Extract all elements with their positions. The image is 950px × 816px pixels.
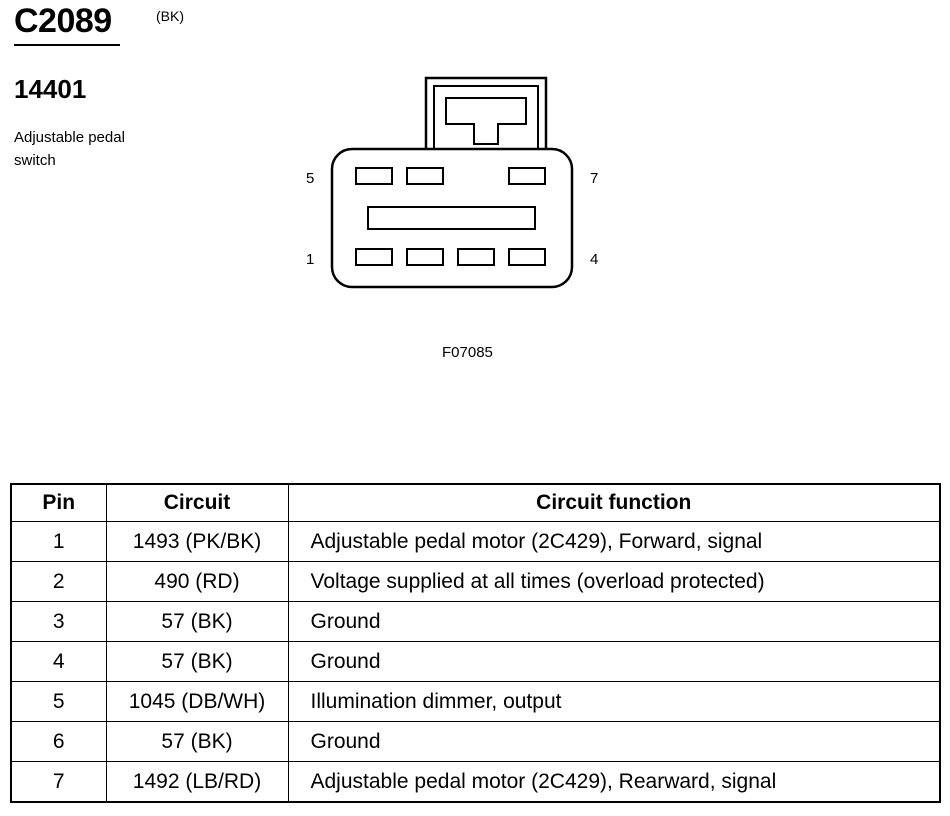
center-slot bbox=[367, 206, 536, 230]
pin-cavity-5 bbox=[355, 167, 393, 185]
table-row: 7 1492 (LB/RD) Adjustable pedal motor (2… bbox=[10, 761, 941, 803]
pin-cavity-1 bbox=[355, 248, 393, 266]
table-row: 3 57 (BK) Ground bbox=[10, 601, 941, 642]
cell-circuit: 490 (RD) bbox=[105, 561, 289, 602]
header-function: Circuit function bbox=[287, 483, 941, 522]
pin-label-bottom-right: 4 bbox=[590, 251, 598, 268]
cell-pin: 3 bbox=[10, 601, 107, 642]
table-row: 1 1493 (PK/BK) Adjustable pedal motor (2… bbox=[10, 521, 941, 562]
cell-pin: 4 bbox=[10, 641, 107, 682]
cell-pin: 7 bbox=[10, 761, 107, 803]
cell-function: Illumination dimmer, output bbox=[287, 681, 941, 722]
figure-id: F07085 bbox=[442, 344, 493, 361]
header-pin: Pin bbox=[10, 483, 107, 522]
part-number: 14401 bbox=[14, 74, 87, 104]
part-description: Adjustable pedal switch bbox=[14, 129, 125, 169]
cell-pin: 5 bbox=[10, 681, 107, 722]
pin-table: Pin Circuit Circuit function 1 1493 (PK/… bbox=[10, 483, 941, 803]
cell-function: Adjustable pedal motor (2C429), Rearward… bbox=[287, 761, 941, 803]
pin-label-top-left: 5 bbox=[306, 170, 314, 187]
cell-circuit: 1493 (PK/BK) bbox=[105, 521, 289, 562]
table-row: 5 1045 (DB/WH) Illumination dimmer, outp… bbox=[10, 681, 941, 722]
cell-function: Voltage supplied at all times (overload … bbox=[287, 561, 941, 602]
cell-circuit: 57 (BK) bbox=[105, 601, 289, 642]
title-underline bbox=[14, 44, 120, 46]
connector-latch-outer bbox=[424, 76, 548, 156]
connector-color: (BK) bbox=[156, 8, 184, 24]
cell-circuit: 57 (BK) bbox=[105, 641, 289, 682]
cell-function: Ground bbox=[287, 721, 941, 762]
header-circuit: Circuit bbox=[105, 483, 289, 522]
cell-function: Adjustable pedal motor (2C429), Forward,… bbox=[287, 521, 941, 562]
cell-circuit: 1045 (DB/WH) bbox=[105, 681, 289, 722]
table-row: 6 57 (BK) Ground bbox=[10, 721, 941, 762]
cell-circuit: 57 (BK) bbox=[105, 721, 289, 762]
table-row: 2 490 (RD) Voltage supplied at all times… bbox=[10, 561, 941, 602]
pin-cavity-7 bbox=[508, 167, 546, 185]
cell-circuit: 1492 (LB/RD) bbox=[105, 761, 289, 803]
connector-face-diagram: 5 7 1 4 bbox=[306, 76, 598, 289]
cell-function: Ground bbox=[287, 641, 941, 682]
pin-label-top-right: 7 bbox=[590, 170, 598, 187]
pin-cavity-4 bbox=[508, 248, 546, 266]
pin-cavity-6 bbox=[406, 167, 444, 185]
table-header-row: Pin Circuit Circuit function bbox=[10, 483, 941, 522]
pin-label-bottom-left: 1 bbox=[306, 251, 314, 268]
connector-latch-tab bbox=[445, 97, 527, 145]
cell-pin: 1 bbox=[10, 521, 107, 562]
pin-cavity-2 bbox=[406, 248, 444, 266]
pin-cavity-3 bbox=[457, 248, 495, 266]
cell-pin: 6 bbox=[10, 721, 107, 762]
table-row: 4 57 (BK) Ground bbox=[10, 641, 941, 682]
cell-function: Ground bbox=[287, 601, 941, 642]
connector-id: C2089 bbox=[14, 2, 112, 40]
cell-pin: 2 bbox=[10, 561, 107, 602]
